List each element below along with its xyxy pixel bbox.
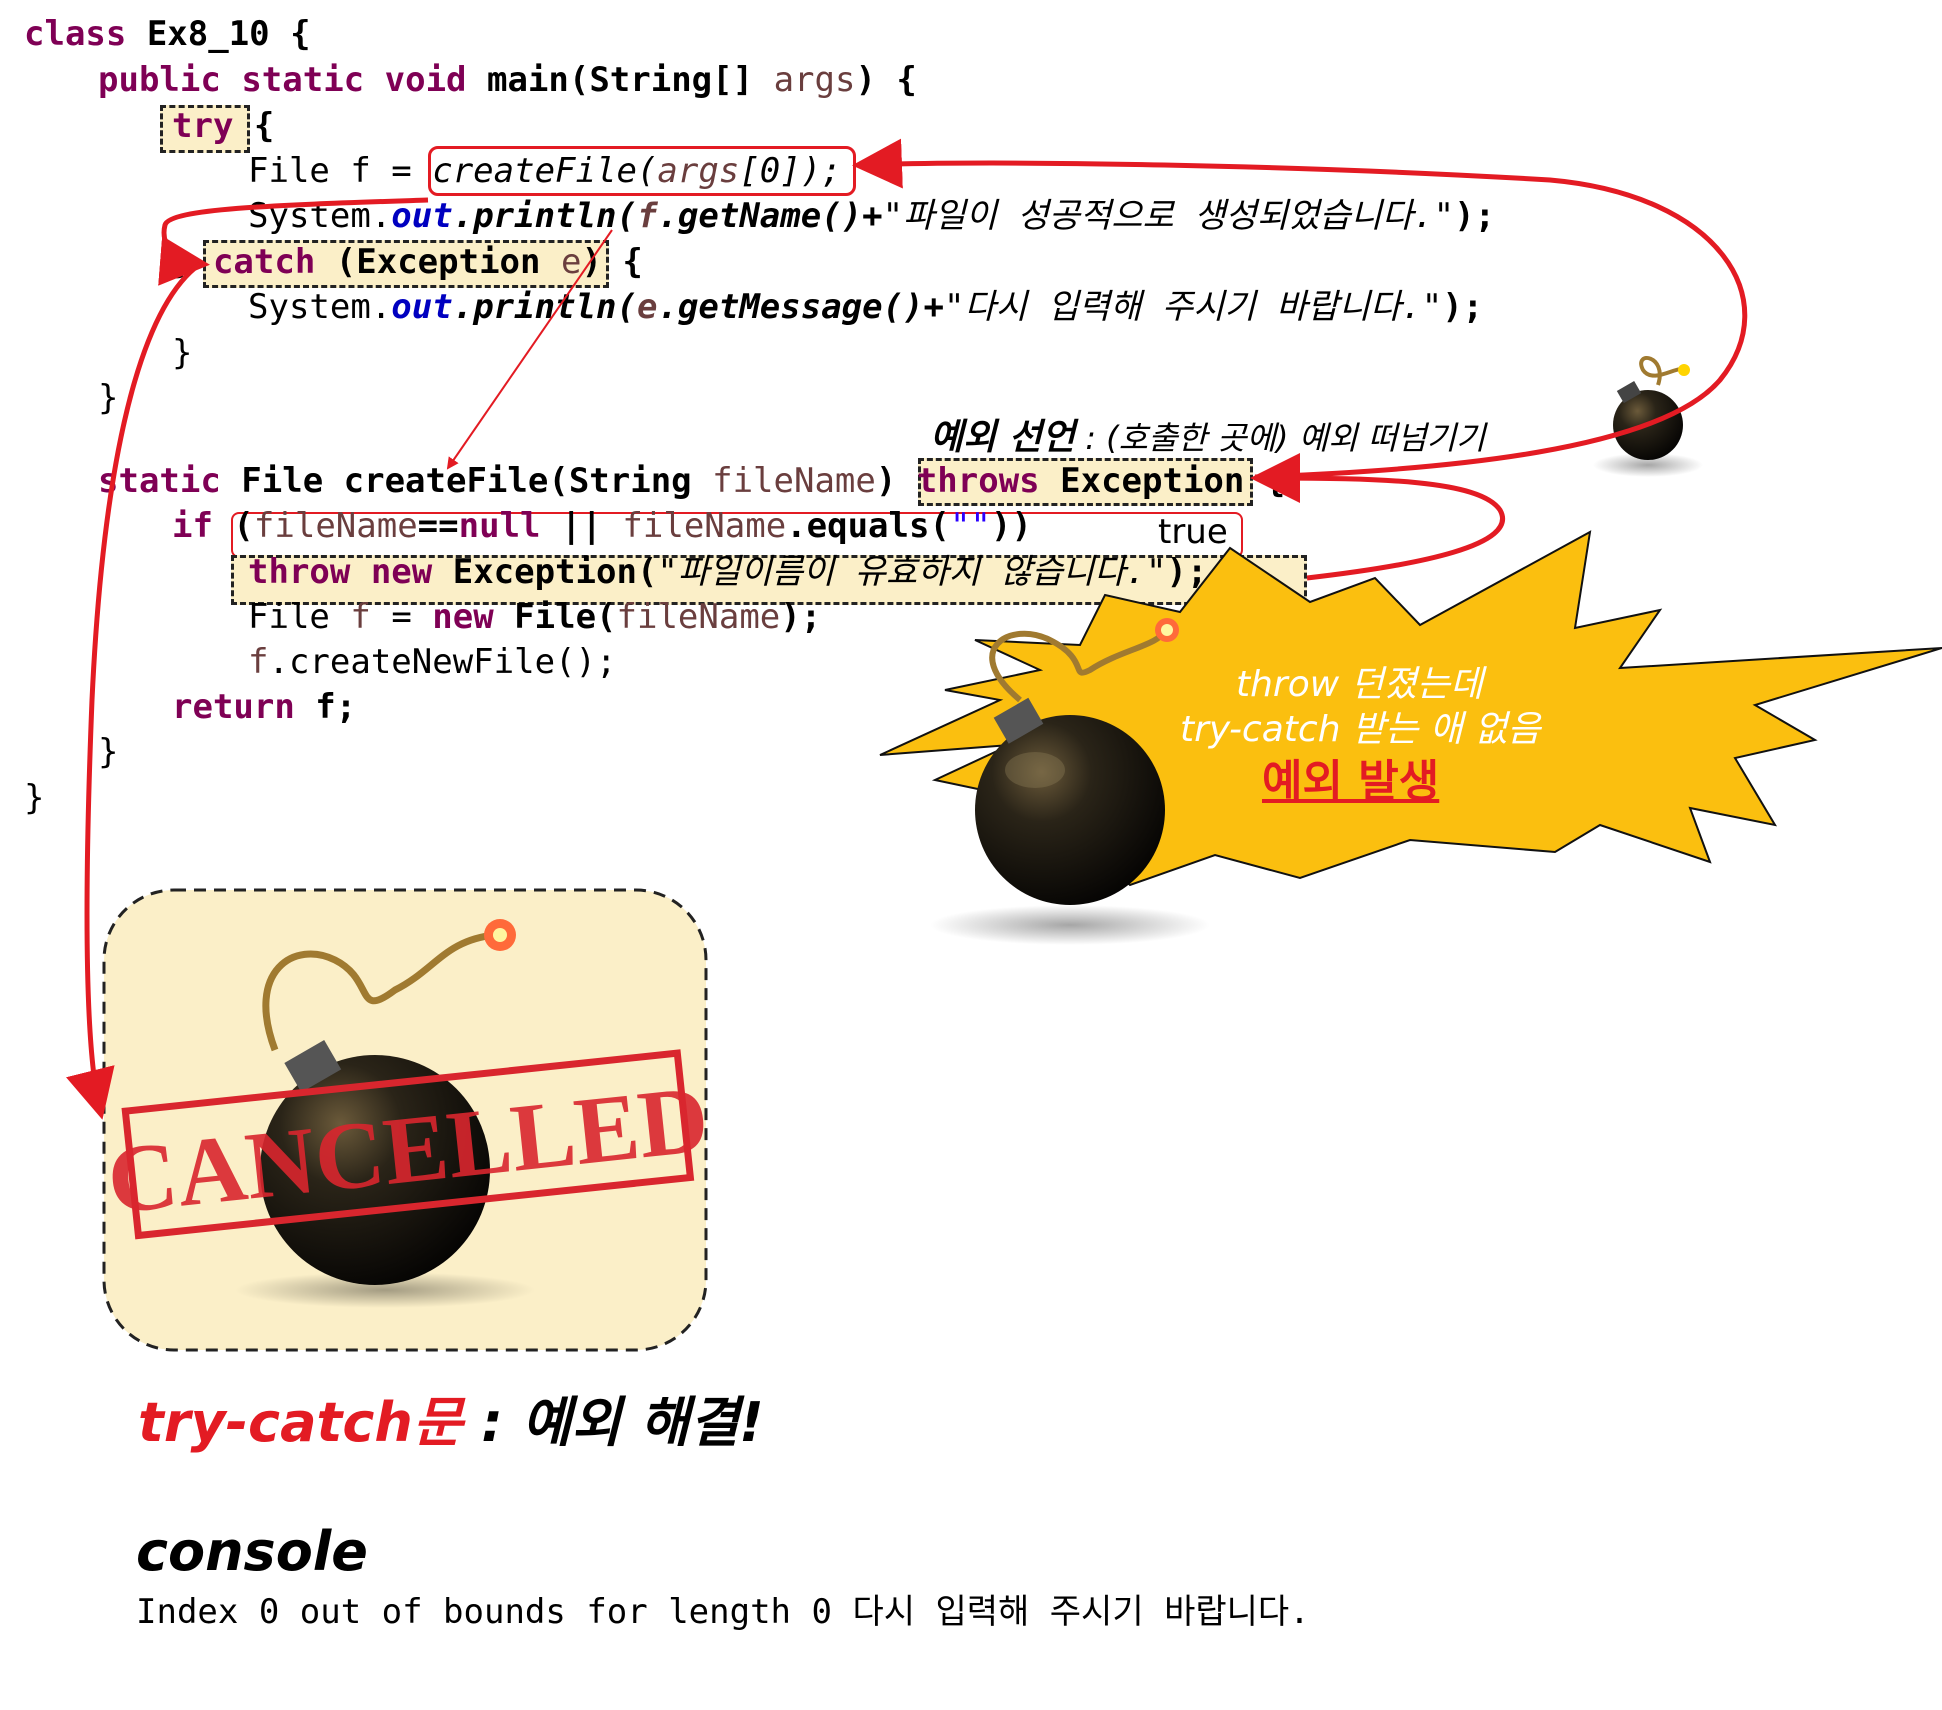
bomb-icon — [930, 618, 1210, 945]
exception-declaration-label: 예외 선언 : (호출한 곳에) 예외 떠넘기기 — [930, 417, 1486, 458]
arrow-throw-to-declaration — [1250, 453, 1505, 581]
bomb-icon — [235, 919, 535, 1308]
console-title: console — [136, 1520, 368, 1583]
resolution-caption: try-catch문 : 예외 해결! — [138, 1391, 764, 1454]
catch-highlight — [203, 240, 609, 288]
arrow-catch-to-resolution — [66, 261, 202, 1120]
code-line-if: if (fileName==null || fileName.equals(""… — [172, 506, 1032, 546]
code-line-try: try { — [172, 106, 275, 146]
code-line-catch: } catch (Exception e) { — [172, 242, 643, 282]
try-highlight — [160, 105, 250, 153]
code-line-close-class: } — [24, 778, 45, 818]
code-line-close-main: } — [98, 378, 119, 418]
code-line-throw: throw new Exception("파일이름이 유효하지 않습니다."); — [248, 552, 1208, 592]
code-line-createnewfile: f.createNewFile(); — [248, 642, 617, 682]
burst-text-line3: 예외 발생 — [1262, 756, 1440, 807]
code-line-createfile-decl: static File createFile(String fileName) … — [98, 461, 1286, 501]
bomb-icon — [1593, 356, 1703, 477]
throw-highlight — [231, 555, 1307, 605]
true-label: true — [1158, 512, 1228, 552]
burst-text-line1: throw 던졌는데 — [1236, 664, 1484, 705]
arrow-call-to-declaration — [852, 138, 1748, 480]
code-line-createfile: File f = createFile(args[0]); — [248, 151, 842, 191]
console-output: Index 0 out of bounds for length 0 다시 입력… — [136, 1592, 1310, 1632]
code-line-close-createfile: } — [98, 732, 119, 772]
cancelled-stamp-frame — [121, 1049, 695, 1240]
code-line-class: class Ex8_10 { — [24, 14, 311, 54]
code-line-println-retry: System.out.println(e.getMessage()+"다시 입력… — [248, 287, 1484, 327]
code-line-return: return f; — [172, 687, 357, 727]
burst-text-line2: try-catch 받는 애 없음 — [1180, 709, 1541, 750]
arrow-to-catch — [158, 197, 429, 286]
arrow-call-to-method — [446, 229, 613, 470]
code-line-new-file: File f = new File(fileName); — [248, 597, 822, 637]
code-line-main: public static void main(String[] args) { — [98, 60, 917, 100]
code-line-close-catch: } — [172, 333, 193, 373]
